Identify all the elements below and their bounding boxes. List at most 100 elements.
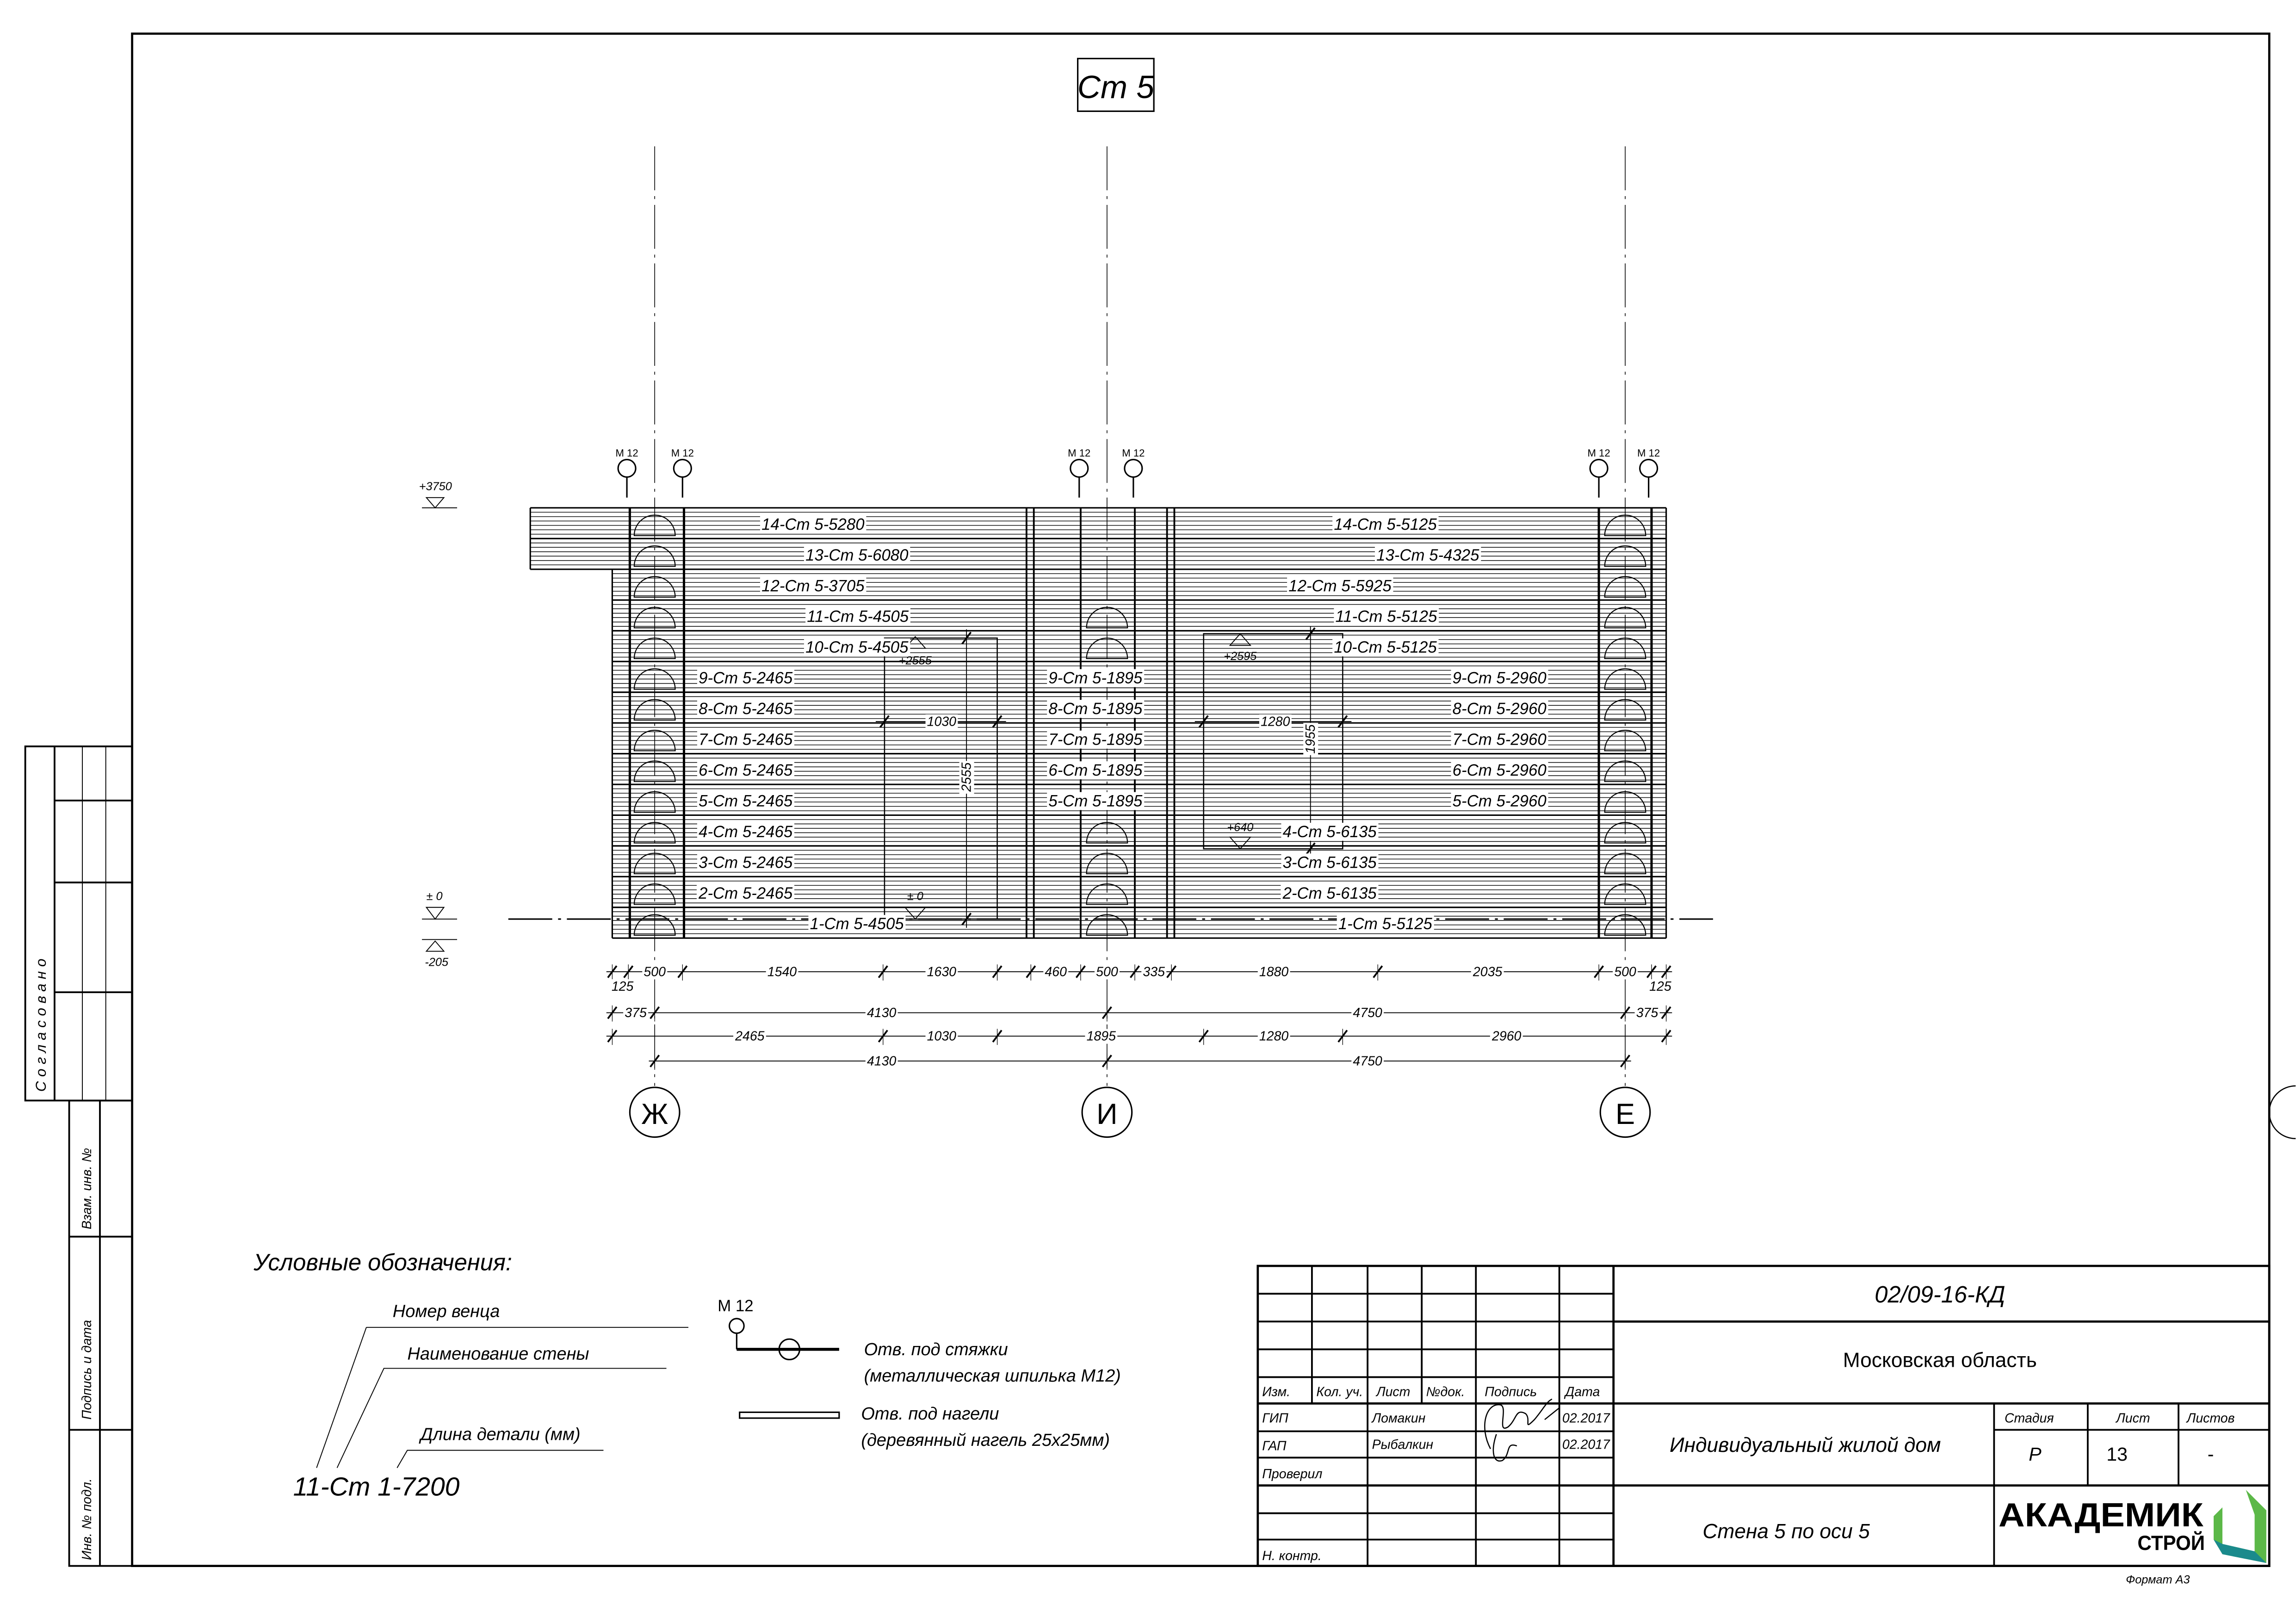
corner-notch-icon: [633, 637, 676, 659]
axis-marker: [629, 1086, 681, 1138]
corner-notch-icon: [1604, 699, 1646, 721]
corner-notch-icon: [1604, 760, 1646, 782]
elevation-triangle-icon: [425, 907, 445, 920]
dimension-value: 1540: [767, 964, 797, 979]
dimension-value: 2555: [959, 762, 974, 792]
company-logo: АКАДЕМИК СТРОЙ: [1999, 1490, 2266, 1563]
log-label: 2-Ст 5-2465: [698, 884, 793, 902]
elevation-triangle-icon: [1229, 836, 1252, 850]
bolt-label: М 12: [1637, 447, 1660, 459]
corner-notch-icon: [633, 914, 676, 936]
axis-label: И: [1096, 1098, 1117, 1130]
log-label: 14-Ст 5-5280: [761, 515, 865, 533]
project-name: Индивидуальный жилой дом: [1670, 1434, 1941, 1456]
dimension-value: 125: [612, 979, 634, 994]
dimension-value: 2960: [1491, 1029, 1521, 1044]
bolt-marker-icon: М 12: [1637, 447, 1660, 498]
dimension-value: 500: [1614, 964, 1636, 979]
legend-dowel-desc-2: (деревянный нагель 25х25мм): [861, 1431, 1110, 1450]
bolt-marker-icon: М 12: [1122, 447, 1145, 498]
axis-label: Ж: [641, 1098, 668, 1130]
legend: Условные обозначения: Номер венца Наимен…: [253, 1249, 1121, 1501]
bolt-label: М 12: [671, 447, 694, 459]
date-gip: 02.2017: [1562, 1411, 1610, 1426]
title-block: 02/09-16-КД Московская область Изм. Кол.…: [1262, 1281, 2266, 1586]
corner-notch-icon: [1086, 607, 1128, 629]
corner-notch-icon: [633, 791, 676, 813]
log-label: 4-Ст 5-2465: [699, 823, 793, 841]
bolt-label: М 12: [615, 447, 638, 459]
sheet-title-text: Ст 5: [1077, 69, 1155, 105]
corner-notch-icon: [1604, 545, 1646, 567]
name-gap: Рыбалкин: [1372, 1437, 1434, 1452]
side-stamp-labels: Согласовано Взам. инв. № Подпись и дата …: [32, 954, 94, 1560]
window-opening: [1203, 633, 1343, 850]
corner-notch-icon: [633, 545, 676, 567]
corner-notch-icon: [1604, 637, 1646, 659]
elevation-triangle-icon: [904, 907, 927, 920]
log-label: 9-Ст 5-2960: [1453, 669, 1547, 687]
bolt-marker-icon: М 12: [615, 447, 638, 498]
header-signature: Подпись: [1485, 1385, 1537, 1400]
sheet-title: Ст 5: [1077, 57, 1155, 112]
name-gip: Ломакин: [1371, 1411, 1426, 1426]
log-label: 8-Ст 5-1895: [1048, 700, 1143, 718]
role-gap: ГАП: [1262, 1439, 1287, 1454]
log-label: 5-Ст 5-2465: [699, 792, 793, 810]
corner-notch-icon: [1086, 637, 1128, 659]
stage-header: Стадия: [2005, 1411, 2054, 1426]
side-stamp: [24, 745, 133, 1567]
sheets-header: Листов: [2186, 1411, 2235, 1426]
log-label: 11-Ст 5-5125: [1336, 608, 1437, 626]
log-label: 1-Ст 5-5125: [1338, 915, 1433, 933]
dimension-value: 1630: [927, 964, 956, 979]
log-label: 6-Ст 5-1895: [1048, 761, 1143, 779]
log-label: 7-Ст 5-2465: [699, 731, 793, 749]
stamp-agreed: Согласовано: [32, 954, 49, 1092]
date-gap: 02.2017: [1562, 1437, 1610, 1452]
corner-notch-icon: [1604, 607, 1646, 629]
role-checked: Проверил: [1262, 1467, 1322, 1481]
legend-example: 11-Ст 1-7200: [293, 1472, 460, 1502]
log-label: 8-Ст 5-2960: [1453, 700, 1547, 718]
log-label: 10-Ст 5-4505: [805, 638, 909, 656]
legend-bolt-label: М 12: [718, 1297, 753, 1315]
log-label: 5-Ст 5-1895: [1048, 792, 1143, 810]
opening-elevation: +640: [1227, 821, 1253, 834]
logo-sub-text: СТРОЙ: [2137, 1531, 2205, 1555]
corner-notch-icon: [1086, 822, 1128, 844]
log-label: 9-Ст 5-2465: [699, 669, 793, 687]
header-date: Дата: [1564, 1385, 1600, 1400]
header-qty: Кол. уч.: [1316, 1385, 1363, 1400]
legend-row-number: Номер венца: [393, 1302, 500, 1321]
dimension-value: 4750: [1353, 1054, 1382, 1068]
elevation-bottom: -205: [425, 956, 449, 969]
log-label: 11-Ст 5-4505: [807, 608, 909, 626]
dimension-value: 4130: [867, 1054, 896, 1068]
dimension-value: 1880: [1259, 964, 1288, 979]
log-label: 5-Ст 5-2960: [1453, 792, 1547, 810]
bolt-marker-icon: М 12: [671, 447, 694, 498]
bolt-label: М 12: [1122, 447, 1145, 459]
role-gip: ГИП: [1262, 1411, 1288, 1426]
dimension-value: 1280: [1259, 1029, 1288, 1044]
log-label: 3-Ст 5-2465: [699, 853, 793, 871]
corner-notch-icon: [1604, 852, 1646, 875]
edge-mark: [2269, 1085, 2296, 1139]
dimension-value: 1030: [927, 714, 956, 729]
corner-notch-icon: [633, 852, 676, 875]
corner-notch-icon: [1604, 791, 1646, 813]
dimension-value: 1895: [1087, 1029, 1116, 1044]
log-label: 4-Ст 5-6135: [1283, 823, 1377, 841]
logo-house-icon: [2213, 1490, 2266, 1563]
elevation-marks: +3750 ± 0 -205: [419, 480, 458, 969]
logo-main-text: АКАДЕМИК: [1999, 1496, 2204, 1534]
document-code: 02/09-16-КД: [1875, 1281, 2005, 1308]
region: Московская область: [1843, 1349, 2037, 1371]
log-label: 12-Ст 5-3705: [761, 577, 865, 595]
bolt-label: М 12: [1068, 447, 1090, 459]
opening-elevation: +2595: [1224, 650, 1257, 663]
